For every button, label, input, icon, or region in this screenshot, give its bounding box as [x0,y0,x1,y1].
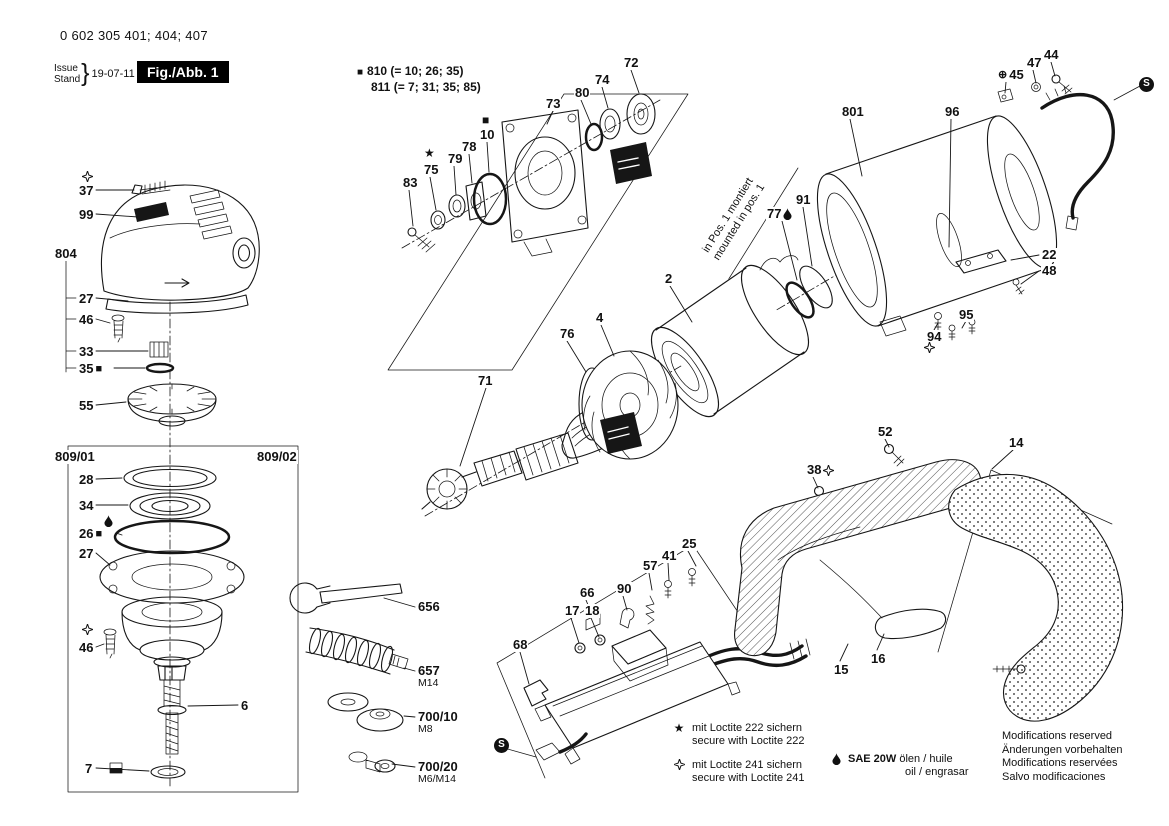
part-callout-71: 71 [477,373,494,388]
part-callout-79: 79 [447,151,464,166]
legend-oil: SAE 20W ölen / huile oil / engrasar [829,753,969,779]
part-callout-6: 6 [240,698,250,713]
part-callout-35: 35■ [78,361,104,376]
part-callout-48: 48 [1041,263,1058,278]
part-callout-26: 26■ [78,526,104,541]
brace-glyph: } [81,59,90,87]
part-callout-52: 52 [877,424,894,439]
part-callout-809-02: 809/02 [256,449,298,464]
part-callout-95: 95 [958,307,975,322]
circle-s-symbol: S [494,737,509,753]
part-callout-41: 41 [661,548,678,563]
modifications-note: Modifications reserved Änderungen vorbeh… [1002,730,1123,783]
part-callout-99: 99 [78,207,95,222]
star4-symbol [922,340,937,355]
part-callout-76: 76 [559,326,576,341]
part-callout-90: 90 [616,581,633,596]
issue-date: 19-07-11 [91,67,135,80]
stand-label: Stand [54,73,81,85]
part-callout-10: 10 [479,127,496,142]
issue-label: Issue [54,62,78,74]
loctite222-star-icon: ★ [673,721,685,735]
part-callout-75: 75 [423,162,440,177]
part-callout-700-20: 700/20 [417,759,459,774]
document-number: 0 602 305 401; 404; 407 [60,28,208,43]
part-callout-46: 46 [78,312,95,327]
part-callout-47: 47 [1026,55,1043,70]
part-callout-809-01: 809/01 [54,449,96,464]
part-callout-78: 78 [461,139,478,154]
part-callout-77: 77 [766,207,794,221]
issue-stand-block: Issue Stand } 19-07-11 [54,59,135,88]
part-callout-55: 55 [78,398,95,413]
part-callout-M14: M14 [417,677,440,689]
part-callout-66: 66 [579,585,596,600]
part-callout-38: 38 [806,463,836,477]
part-callout-18: 18 [584,603,601,618]
part-callout-25: 25 [681,536,698,551]
part-callout-28: 28 [78,472,95,487]
part-callout-801: 801 [841,104,865,119]
part-callout-68: 68 [512,637,529,652]
star5-symbol: ★ [424,146,435,160]
part-callout-14: 14 [1008,435,1025,450]
part-callout-M8: M8 [417,723,434,735]
part-callout-83: 83 [402,175,419,190]
circle-s-symbol: S [1139,76,1154,92]
part-callout-2: 2 [664,271,674,286]
legend-loctite: ★ mit Loctite 222 sichern secure with Lo… [672,721,805,784]
part-callout-96: 96 [944,104,961,119]
part-callout-72: 72 [623,55,640,70]
star4-symbol [80,622,95,637]
part-callout-57: 57 [642,558,659,573]
part-callout-657: 657 [417,663,441,678]
part-callout-33: 33 [78,344,95,359]
part-callout-91: 91 [795,192,812,207]
part-callout-27: 27 [78,546,95,561]
part-callout-46: 46 [78,640,95,655]
part-callout-37: 37 [78,183,95,198]
part-callout-M6-M14: M6/M14 [417,773,457,785]
part-callout-74: 74 [594,72,611,87]
part-callout-34: 34 [78,498,95,513]
part-callout-94: 94 [926,329,943,344]
part-callout-700-10: 700/10 [417,709,459,724]
star4-symbol [80,169,95,184]
square-symbol: ■ [482,113,490,127]
part-callout-15: 15 [833,662,850,677]
part-callout-27: 27 [78,291,95,306]
loctite241-star-icon [672,759,686,770]
part-callout-73: 73 [545,96,562,111]
droplet-symbol [104,515,113,529]
part-callout-4: 4 [595,310,605,325]
part-callout-80: 80 [574,85,591,100]
part-callout-22: 22 [1041,247,1058,262]
figure-label: Fig./Abb. 1 [137,61,229,83]
part-callout-17: 17 [564,603,581,618]
part-callout-7: 7 [84,761,94,776]
part-callout-45: ⊕45 [997,67,1025,82]
solid-square-icon: ■ [357,67,364,78]
part-callout-804: 804 [54,246,78,261]
part-callout-16: 16 [870,651,887,666]
set-composition-note: ■810 (= 10; 26; 35) 811 (= 7; 31; 35; 85… [357,64,481,94]
oil-drop-icon [829,753,843,779]
part-callout-656: 656 [417,599,441,614]
part-callout-44: 44 [1043,47,1060,62]
